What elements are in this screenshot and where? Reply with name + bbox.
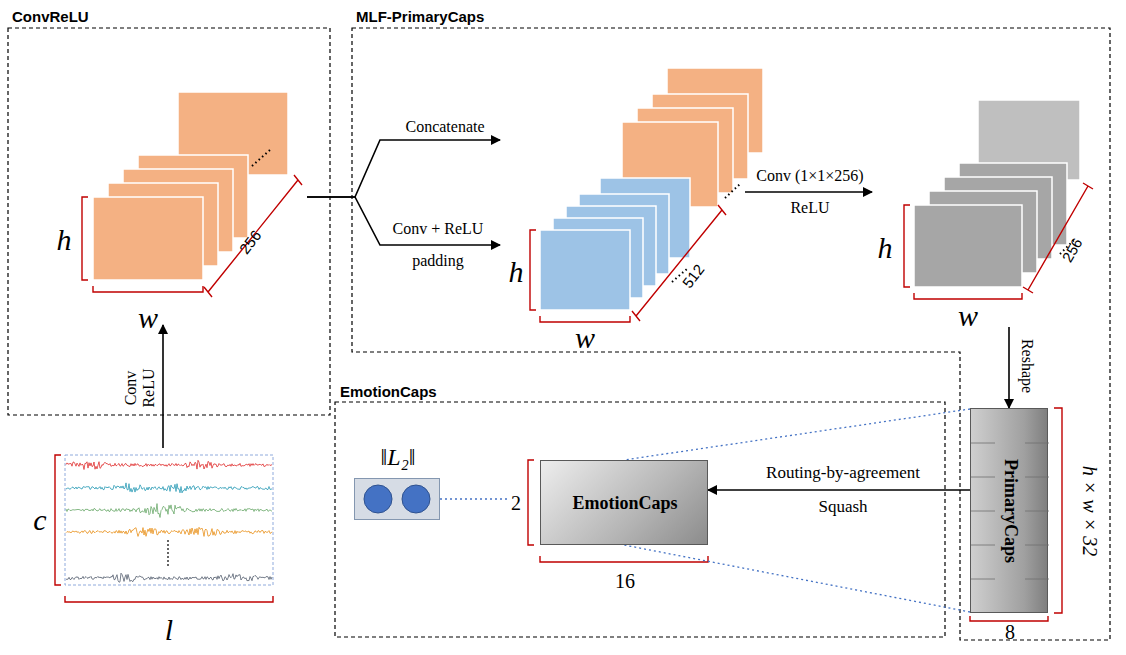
dimension-label: 2 (511, 492, 521, 515)
dimension-label: 8 (1005, 621, 1015, 644)
region-title: EmotionCaps (340, 383, 437, 400)
eeg-trace (66, 527, 272, 536)
region-panel: ConvReLUhw256 (8, 6, 330, 415)
ellipsis-dots (252, 150, 270, 166)
arrow (745, 191, 872, 193)
feature-map-stack: h w 512 (500, 60, 745, 355)
eeg-trace (66, 483, 272, 493)
channel-count: 512 (679, 261, 708, 291)
region-outline (335, 402, 945, 637)
edge-label: Concatenate (405, 118, 484, 136)
ellipsis-dots (167, 540, 168, 568)
edge-label: Reshape (1018, 339, 1036, 393)
region-title: MLF-PrimaryCaps (356, 8, 484, 25)
box-title: PrimaryCaps (1000, 459, 1021, 563)
feature-map-stack (914, 163, 1067, 287)
dimension-label: h (57, 223, 72, 257)
edge-label: Conv (1×1×256) ReLU (736, 160, 884, 224)
norm-label: ‖L₂‖ (380, 444, 415, 471)
dimension-label: h (509, 255, 524, 289)
dimension-label: w (958, 299, 978, 333)
dimension-label: w (575, 321, 595, 355)
edge-label: Conv + ReLU padding (366, 213, 510, 277)
projection-line (440, 498, 507, 499)
box-title: EmotionCaps (572, 493, 677, 514)
capsule-layer-box: PrimaryCapsh × w × 328 (970, 408, 1048, 613)
region-panel: MLF-PrimaryCapshw512hw256PrimaryCapsh × … (352, 6, 1110, 640)
projection-line (624, 545, 970, 612)
region-outline (352, 28, 1110, 640)
arrow (307, 140, 500, 197)
eeg-traces (66, 460, 272, 582)
eeg-trace (66, 504, 272, 518)
dimension-label: 16 (615, 570, 635, 593)
dimension-bracket (55, 175, 1093, 621)
arrow (162, 325, 164, 448)
feature-map-stack: hw256 (872, 92, 1102, 327)
output-circles (354, 478, 440, 520)
dimension-label: w (138, 301, 158, 335)
arrow (708, 489, 970, 491)
channel-count: 256 (1058, 235, 1085, 265)
region-title: ConvReLU (12, 8, 89, 25)
signal-frame (65, 455, 273, 585)
feature-map-stack (93, 92, 288, 280)
output-length-box: ‖L₂‖ (354, 478, 440, 520)
ellipsis-dots (725, 184, 740, 198)
eeg-input: cl (30, 448, 285, 653)
capsule-layer-box: EmotionCaps216 (540, 460, 708, 545)
dimension-label: h × w × 32 (1078, 466, 1101, 556)
edge-label: Routing-by-agreement Squash (741, 456, 946, 524)
region-outline (8, 28, 330, 415)
dimension-label: h (878, 231, 893, 265)
dimension-label: c (33, 503, 46, 537)
feature-map-stack (540, 178, 690, 310)
channel-count: 256 (236, 227, 265, 257)
dimension-label: l (165, 613, 173, 647)
feature-map-stack: hw256 (52, 85, 307, 325)
arrow (1008, 327, 1010, 408)
eeg-trace (66, 460, 272, 469)
eeg-trace (66, 573, 272, 582)
projection-line (624, 409, 970, 460)
edge-label: Conv ReLU (122, 351, 158, 426)
